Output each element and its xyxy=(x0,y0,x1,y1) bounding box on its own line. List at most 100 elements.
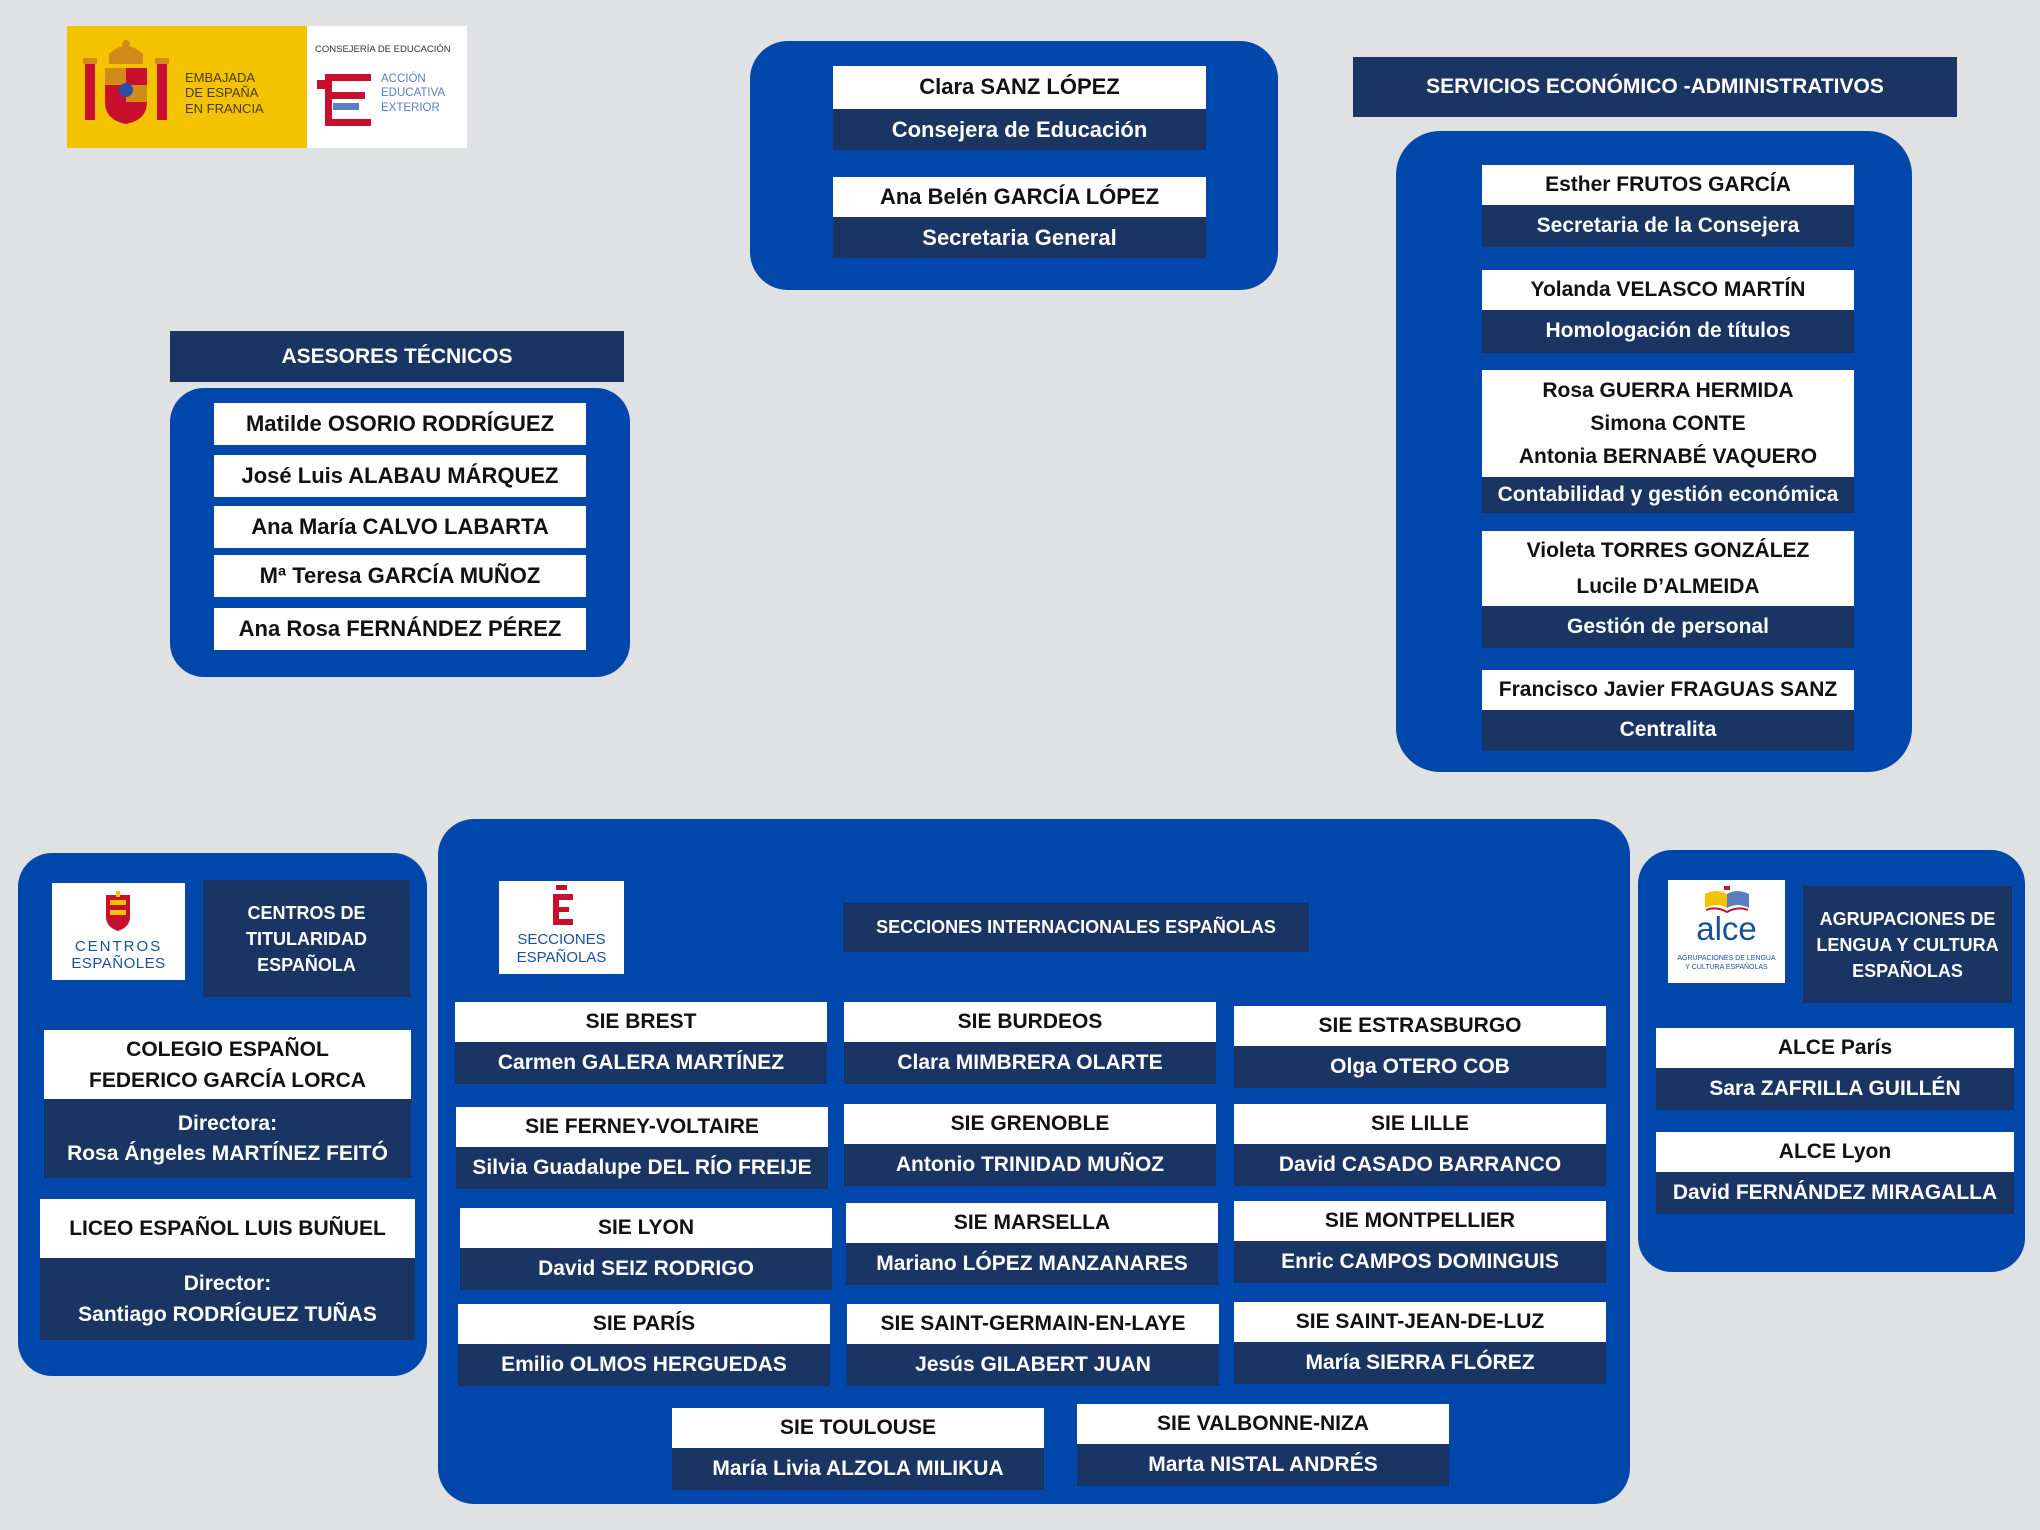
ministry-line: EDUCATIVA xyxy=(381,87,446,100)
centros-espanoles-logo: CENTROS ESPAÑOLES xyxy=(52,883,185,980)
liceo-director-line: Santiago RODRÍGUEZ TUÑAS xyxy=(78,1303,377,1326)
alce-logo-word: alce xyxy=(1696,910,1757,947)
alce-lyon-name: ALCE Lyon xyxy=(1656,1132,2014,1172)
sie-person: Antonio TRINIDAD MUÑOZ xyxy=(844,1144,1216,1186)
sie-person: Jesús GILABERT JUAN xyxy=(847,1344,1219,1386)
colegio-director-lines: Directora: Rosa Ángeles MARTÍNEZ FEITÓ xyxy=(67,1109,388,1169)
contabilidad-name: Rosa GUERRA HERMIDA xyxy=(1542,379,1794,402)
sie-name: SIE LILLE xyxy=(1234,1104,1606,1144)
sie-person: María Livia ALZOLA MILIKUA xyxy=(672,1448,1044,1490)
sie-name: SIE FERNEY-VOLTAIRE xyxy=(456,1107,828,1147)
centros-header-line: ESPAÑOLA xyxy=(257,954,356,975)
homologacion-name: Yolanda VELASCO MARTÍN xyxy=(1482,270,1854,310)
sie-card: SIE BURDEOS Clara MIMBRERA OLARTE xyxy=(844,1002,1216,1084)
secretaria-general-card: Ana Belén GARCÍA LÓPEZ Secretaria Genera… xyxy=(833,177,1206,258)
alce-logo-sub: AGRUPACIONES DE LENGUA Y CULTURA ESPAÑOL… xyxy=(1668,954,1785,972)
alce-header-line: LENGUA Y CULTURA xyxy=(1816,934,1999,955)
servicios-header: SERVICIOS ECONÓMICO -ADMINISTRATIVOS xyxy=(1353,57,1957,117)
contabilidad-names: Rosa GUERRA HERMIDA Simona CONTE Antonia… xyxy=(1482,370,1854,477)
alce-header-line: ESPAÑOLAS xyxy=(1852,960,1963,981)
secretaria-consejera-card: Esther FRUTOS GARCÍA Secretaria de la Co… xyxy=(1482,165,1854,247)
colegio-name-lines: COLEGIO ESPAÑOL FEDERICO GARCÍA LORCA xyxy=(89,1034,366,1096)
sie-person: Enric CAMPOS DOMINGUIS xyxy=(1234,1241,1606,1283)
centros-logo-icon xyxy=(106,891,130,931)
liceo-name: LICEO ESPAÑOL LUIS BUÑUEL xyxy=(40,1199,415,1258)
centralita-name: Francisco Javier FRAGUAS SANZ xyxy=(1482,670,1854,710)
contabilidad-names-list: Rosa GUERRA HERMIDA Simona CONTE Antonia… xyxy=(1519,374,1817,473)
colegio-director-line: Directora: xyxy=(177,1111,278,1135)
personal-name: Violeta TORRES GONZÁLEZ xyxy=(1526,538,1810,562)
secciones-header: SECCIONES INTERNACIONALES ESPAÑOLAS xyxy=(843,903,1309,952)
sie-name: SIE SAINT-JEAN-DE-LUZ xyxy=(1234,1302,1606,1342)
alce-paris-card: ALCE París Sara ZAFRILLA GUILLÉN xyxy=(1656,1028,2014,1110)
sie-person: Silvia Guadalupe DEL RÍO FREIJE xyxy=(456,1147,828,1189)
sie-name: SIE TOULOUSE xyxy=(672,1408,1044,1448)
colegio-director: Directora: Rosa Ángeles MARTÍNEZ FEITÓ xyxy=(44,1099,411,1178)
sie-card: SIE LILLE David CASADO BARRANCO xyxy=(1234,1104,1606,1186)
alce-book-icon xyxy=(1705,886,1749,914)
alce-header: AGRUPACIONES DE LENGUA Y CULTURA ESPAÑOL… xyxy=(1803,886,2012,1003)
sie-name: SIE BURDEOS xyxy=(844,1002,1216,1042)
alce-logo: alce AGRUPACIONES DE LENGUA Y CULTURA ES… xyxy=(1668,880,1785,983)
homologacion-role: Homologación de títulos xyxy=(1482,310,1854,353)
asesores-header: ASESORES TÉCNICOS xyxy=(170,331,624,382)
consejera-name: Clara SANZ LÓPEZ xyxy=(833,66,1206,109)
sie-person: David SEIZ RODRIGO xyxy=(460,1248,832,1290)
sie-card: SIE MONTPELLIER Enric CAMPOS DOMINGUIS xyxy=(1234,1201,1606,1283)
secciones-espanolas-logo: SECCIONES ESPAÑOLAS xyxy=(499,881,624,974)
sie-person: Olga OTERO COB xyxy=(1234,1046,1606,1088)
sie-name: SIE MARSELLA xyxy=(846,1203,1218,1243)
sie-card: SIE GRENOBLE Antonio TRINIDAD MUÑOZ xyxy=(844,1104,1216,1186)
ministry-top-text: CONSEJERÍA DE EDUCACIÓN xyxy=(315,44,451,55)
sie-card: SIE PARÍS Emilio OLMOS HERGUEDAS xyxy=(458,1304,830,1386)
alce-lyon-card: ALCE Lyon David FERNÁNDEZ MIRAGALLA xyxy=(1656,1132,2014,1214)
accion-educativa-icon xyxy=(317,74,371,126)
secretaria-general-name: Ana Belén GARCÍA LÓPEZ xyxy=(833,177,1206,217)
personal-card: Violeta TORRES GONZÁLEZ Lucile D’ALMEIDA… xyxy=(1482,531,1854,648)
centralita-card: Francisco Javier FRAGUAS SANZ Centralita xyxy=(1482,670,1854,751)
secciones-logo-line: SECCIONES xyxy=(517,931,606,948)
alce-logo-sub-line: Y CULTURA ESPAÑOLAS xyxy=(1685,964,1768,972)
contabilidad-name: Simona CONTE xyxy=(1590,412,1746,435)
personal-role: Gestión de personal xyxy=(1482,606,1854,648)
sie-person: Carmen GALERA MARTÍNEZ xyxy=(455,1042,827,1084)
sie-person: Mariano LÓPEZ MANZANARES xyxy=(846,1243,1218,1285)
contabilidad-role: Contabilidad y gestión económica xyxy=(1482,477,1854,513)
sie-card: SIE FERNEY-VOLTAIRE Silvia Guadalupe DEL… xyxy=(456,1107,828,1189)
asesor-item: Ana Rosa FERNÁNDEZ PÉREZ xyxy=(214,608,586,650)
centros-header-line: TITULARIDAD xyxy=(246,928,367,949)
sie-card: SIE SAINT-GERMAIN-EN-LAYE Jesús GILABERT… xyxy=(847,1304,1219,1386)
ministry-line: EXTERIOR xyxy=(381,101,440,114)
contabilidad-card: Rosa GUERRA HERMIDA Simona CONTE Antonia… xyxy=(1482,370,1854,513)
centros-header: CENTROS DE TITULARIDAD ESPAÑOLA xyxy=(203,880,410,997)
homologacion-card: Yolanda VELASCO MARTÍN Homologación de t… xyxy=(1482,270,1854,353)
sie-person: Emilio OLMOS HERGUEDAS xyxy=(458,1344,830,1386)
consejera-card: Clara SANZ LÓPEZ Consejera de Educación xyxy=(833,66,1206,150)
sie-name: SIE PARÍS xyxy=(458,1304,830,1344)
sie-card: SIE SAINT-JEAN-DE-LUZ María SIERRA FLÓRE… xyxy=(1234,1302,1606,1384)
embassy-text: EMBAJADA DE ESPAÑA EN FRANCIA xyxy=(185,70,264,116)
centros-logo-line: CENTROS xyxy=(74,938,163,955)
liceo-card: LICEO ESPAÑOL LUIS BUÑUEL Director: Sant… xyxy=(40,1199,415,1340)
sie-name: SIE MONTPELLIER xyxy=(1234,1201,1606,1241)
sie-card: SIE LYON David SEIZ RODRIGO xyxy=(460,1208,832,1290)
personal-names-list: Violeta TORRES GONZÁLEZ Lucile D’ALMEIDA xyxy=(1527,533,1810,605)
secretaria-consejera-role: Secretaria de la Consejera xyxy=(1482,205,1854,247)
asesor-item: José Luis ALABAU MÁRQUEZ xyxy=(214,455,586,497)
ministry-text: ACCIÓN EDUCATIVA EXTERIOR xyxy=(381,72,445,115)
colegio-card: COLEGIO ESPAÑOL FEDERICO GARCÍA LORCA Di… xyxy=(44,1030,411,1178)
alce-header-line: AGRUPACIONES DE xyxy=(1819,908,1996,929)
sie-name: SIE BREST xyxy=(455,1002,827,1042)
sie-name: SIE VALBONNE-NIZA xyxy=(1077,1404,1449,1444)
sie-name: SIE LYON xyxy=(460,1208,832,1248)
centros-logo-text: CENTROS ESPAÑOLES xyxy=(52,938,185,973)
personal-names: Violeta TORRES GONZÁLEZ Lucile D’ALMEIDA xyxy=(1482,531,1854,606)
personal-name: Lucile D’ALMEIDA xyxy=(1576,574,1760,598)
colegio-director-line: Rosa Ángeles MARTÍNEZ FEITÓ xyxy=(67,1141,388,1165)
sie-card: SIE MARSELLA Mariano LÓPEZ MANZANARES xyxy=(846,1203,1218,1285)
sie-name: SIE GRENOBLE xyxy=(844,1104,1216,1144)
sie-card: SIE ESTRASBURGO Olga OTERO COB xyxy=(1234,1006,1606,1088)
sie-person: David CASADO BARRANCO xyxy=(1234,1144,1606,1186)
coat-of-arms-icon xyxy=(83,40,169,124)
alce-lyon-person: David FERNÁNDEZ MIRAGALLA xyxy=(1656,1172,2014,1214)
